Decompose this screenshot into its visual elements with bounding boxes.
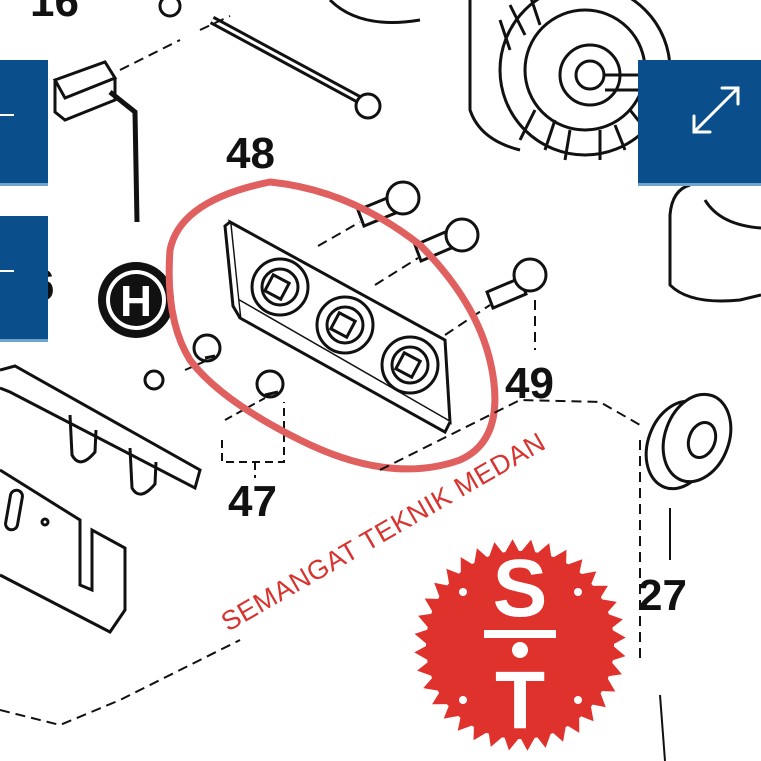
tab-mark <box>0 114 14 116</box>
hex-badge-label: H <box>120 277 152 326</box>
leader-27 <box>659 694 666 761</box>
armature-rotor <box>328 0 672 161</box>
prev-image-tab[interactable] <box>0 60 48 186</box>
saw-blade-logo: S T <box>414 539 626 751</box>
thumbnail-tab[interactable] <box>0 216 48 342</box>
long-pin <box>158 0 382 120</box>
callout-48: 48 <box>226 129 275 178</box>
callout-49: 49 <box>505 359 554 408</box>
logo-letter-s: S <box>493 543 548 634</box>
callout-47: 47 <box>228 477 277 526</box>
small-pins <box>143 333 285 399</box>
assembly-line <box>0 398 641 727</box>
brush-holder <box>0 364 202 634</box>
leader-line <box>119 15 231 71</box>
expand-button[interactable] <box>638 60 761 186</box>
bearing <box>644 392 733 491</box>
highlight-ring <box>165 178 499 473</box>
callout-16: 16 <box>30 0 79 26</box>
hex-badge: H <box>98 262 174 338</box>
contact-plate <box>223 219 452 435</box>
callout-27: 27 <box>638 571 687 620</box>
logo-letter-t: T <box>495 655 545 746</box>
tab-mark <box>0 270 14 272</box>
hex-key <box>52 60 140 223</box>
screw-leaders <box>317 221 536 350</box>
expand-arrows-icon <box>692 86 740 134</box>
screws <box>356 180 548 310</box>
housing-part <box>668 183 761 303</box>
